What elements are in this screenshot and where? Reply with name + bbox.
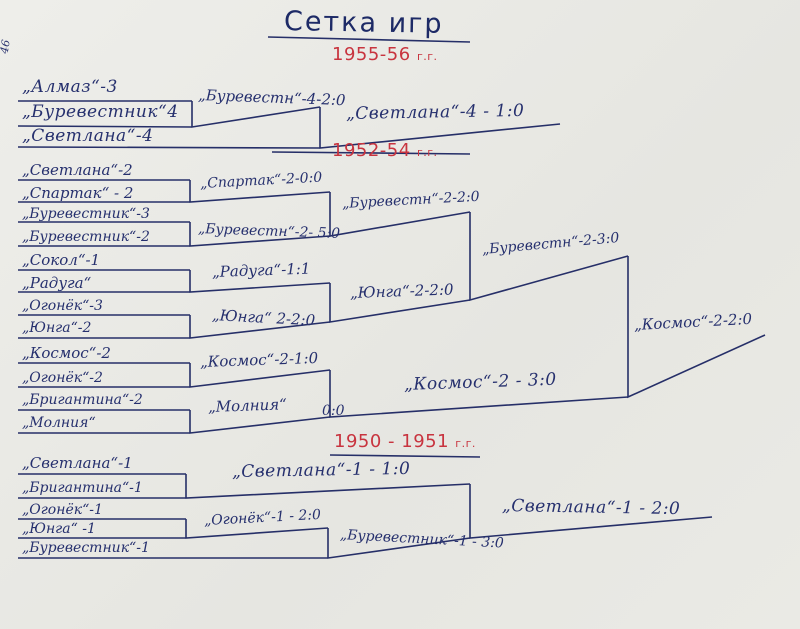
bracket-1952-r1-d	[18, 314, 331, 339]
bracket-1950-r1-a	[18, 473, 471, 499]
team-1955-3: „Светлана“-4	[22, 126, 154, 146]
bracket-1950-r1-b	[18, 518, 329, 539]
team-1952-3: „Буревестник“-3	[22, 206, 150, 222]
result-1952-r1-6-score: 0:0	[322, 403, 345, 419]
result-1952-r2-2: „Юнга“-2-2:0	[349, 280, 454, 302]
result-1950-final: „Светлана“-1 - 2:0	[501, 496, 681, 520]
period-heading-1950: 1950 - 1951 г.г.	[334, 431, 476, 452]
team-1952-9: „Космос“-2	[22, 344, 111, 362]
team-1952-5: „Сокол“-1	[22, 251, 101, 269]
team-1952-10: „Огонёк“-2	[22, 370, 103, 386]
team-1950-1: „Светлана“-1	[22, 454, 133, 472]
bracket-1952-final	[627, 256, 766, 399]
result-1952-r1-5: „Космос“-2-1:0	[199, 348, 319, 371]
team-1952-6: „Радуга“	[22, 274, 92, 292]
period-heading-1952: 1952-54 г.г.	[332, 140, 438, 161]
bracket-1952-r1-f	[18, 409, 331, 434]
bracket-1952-r1-e	[18, 362, 331, 388]
title-underline	[267, 36, 471, 43]
bracket-1955-r1	[17, 100, 321, 128]
bracket-1952-r2-b	[329, 283, 471, 323]
team-1952-7: „Огонёк“-3	[22, 298, 103, 314]
team-1952-1: „Светлана“-2	[22, 161, 133, 179]
bracket-1952-r2-a	[329, 192, 471, 237]
bracket-1950-r2	[18, 528, 471, 559]
period-1952-underline	[271, 151, 471, 155]
period-heading-1955: 1955-56 г.г.	[332, 44, 438, 65]
bracket-1952-r1-b	[18, 221, 331, 247]
bracket-1955-final	[17, 107, 561, 149]
margin-page-number: 46	[0, 38, 13, 55]
result-1955-final: „Светлана“-4 - 1:0	[345, 100, 525, 124]
team-1950-2: „Бригантина“-1	[22, 480, 143, 496]
team-1955-1: „Алмаз“-3	[22, 77, 118, 97]
result-1950-r1-1: „Светлана“-1 - 1:0	[231, 458, 411, 482]
team-1955-2: „Буревестник“4	[22, 102, 179, 122]
team-1950-4: „Юнга“ -1	[22, 521, 96, 537]
team-1952-4: „Буревестник“-2	[22, 229, 150, 245]
page-title: Сетка игр	[283, 6, 444, 40]
team-1952-8: „Юнга“-2	[22, 320, 92, 336]
bracket-1952-semi	[469, 212, 629, 302]
period-1950-underline	[329, 454, 481, 458]
team-1952-2: „Спартак“ - 2	[22, 184, 134, 202]
bracket-1952-r2-c	[329, 370, 629, 418]
bracket-1952-r1-a	[18, 179, 331, 203]
team-1950-5: „Буревестник“-1	[22, 540, 150, 556]
result-1952-r1-6: „Молния“	[207, 395, 288, 416]
result-1952-r1-3: „Радуга“-1:1	[211, 259, 311, 281]
bracket-1950-final	[469, 484, 713, 539]
team-1950-3: „Огонёк“-1	[22, 502, 103, 518]
team-1952-12: „Молния“	[22, 415, 96, 431]
bracket-1952-r1-c	[18, 269, 331, 293]
team-1952-11: „Бригантина“-2	[22, 392, 143, 408]
